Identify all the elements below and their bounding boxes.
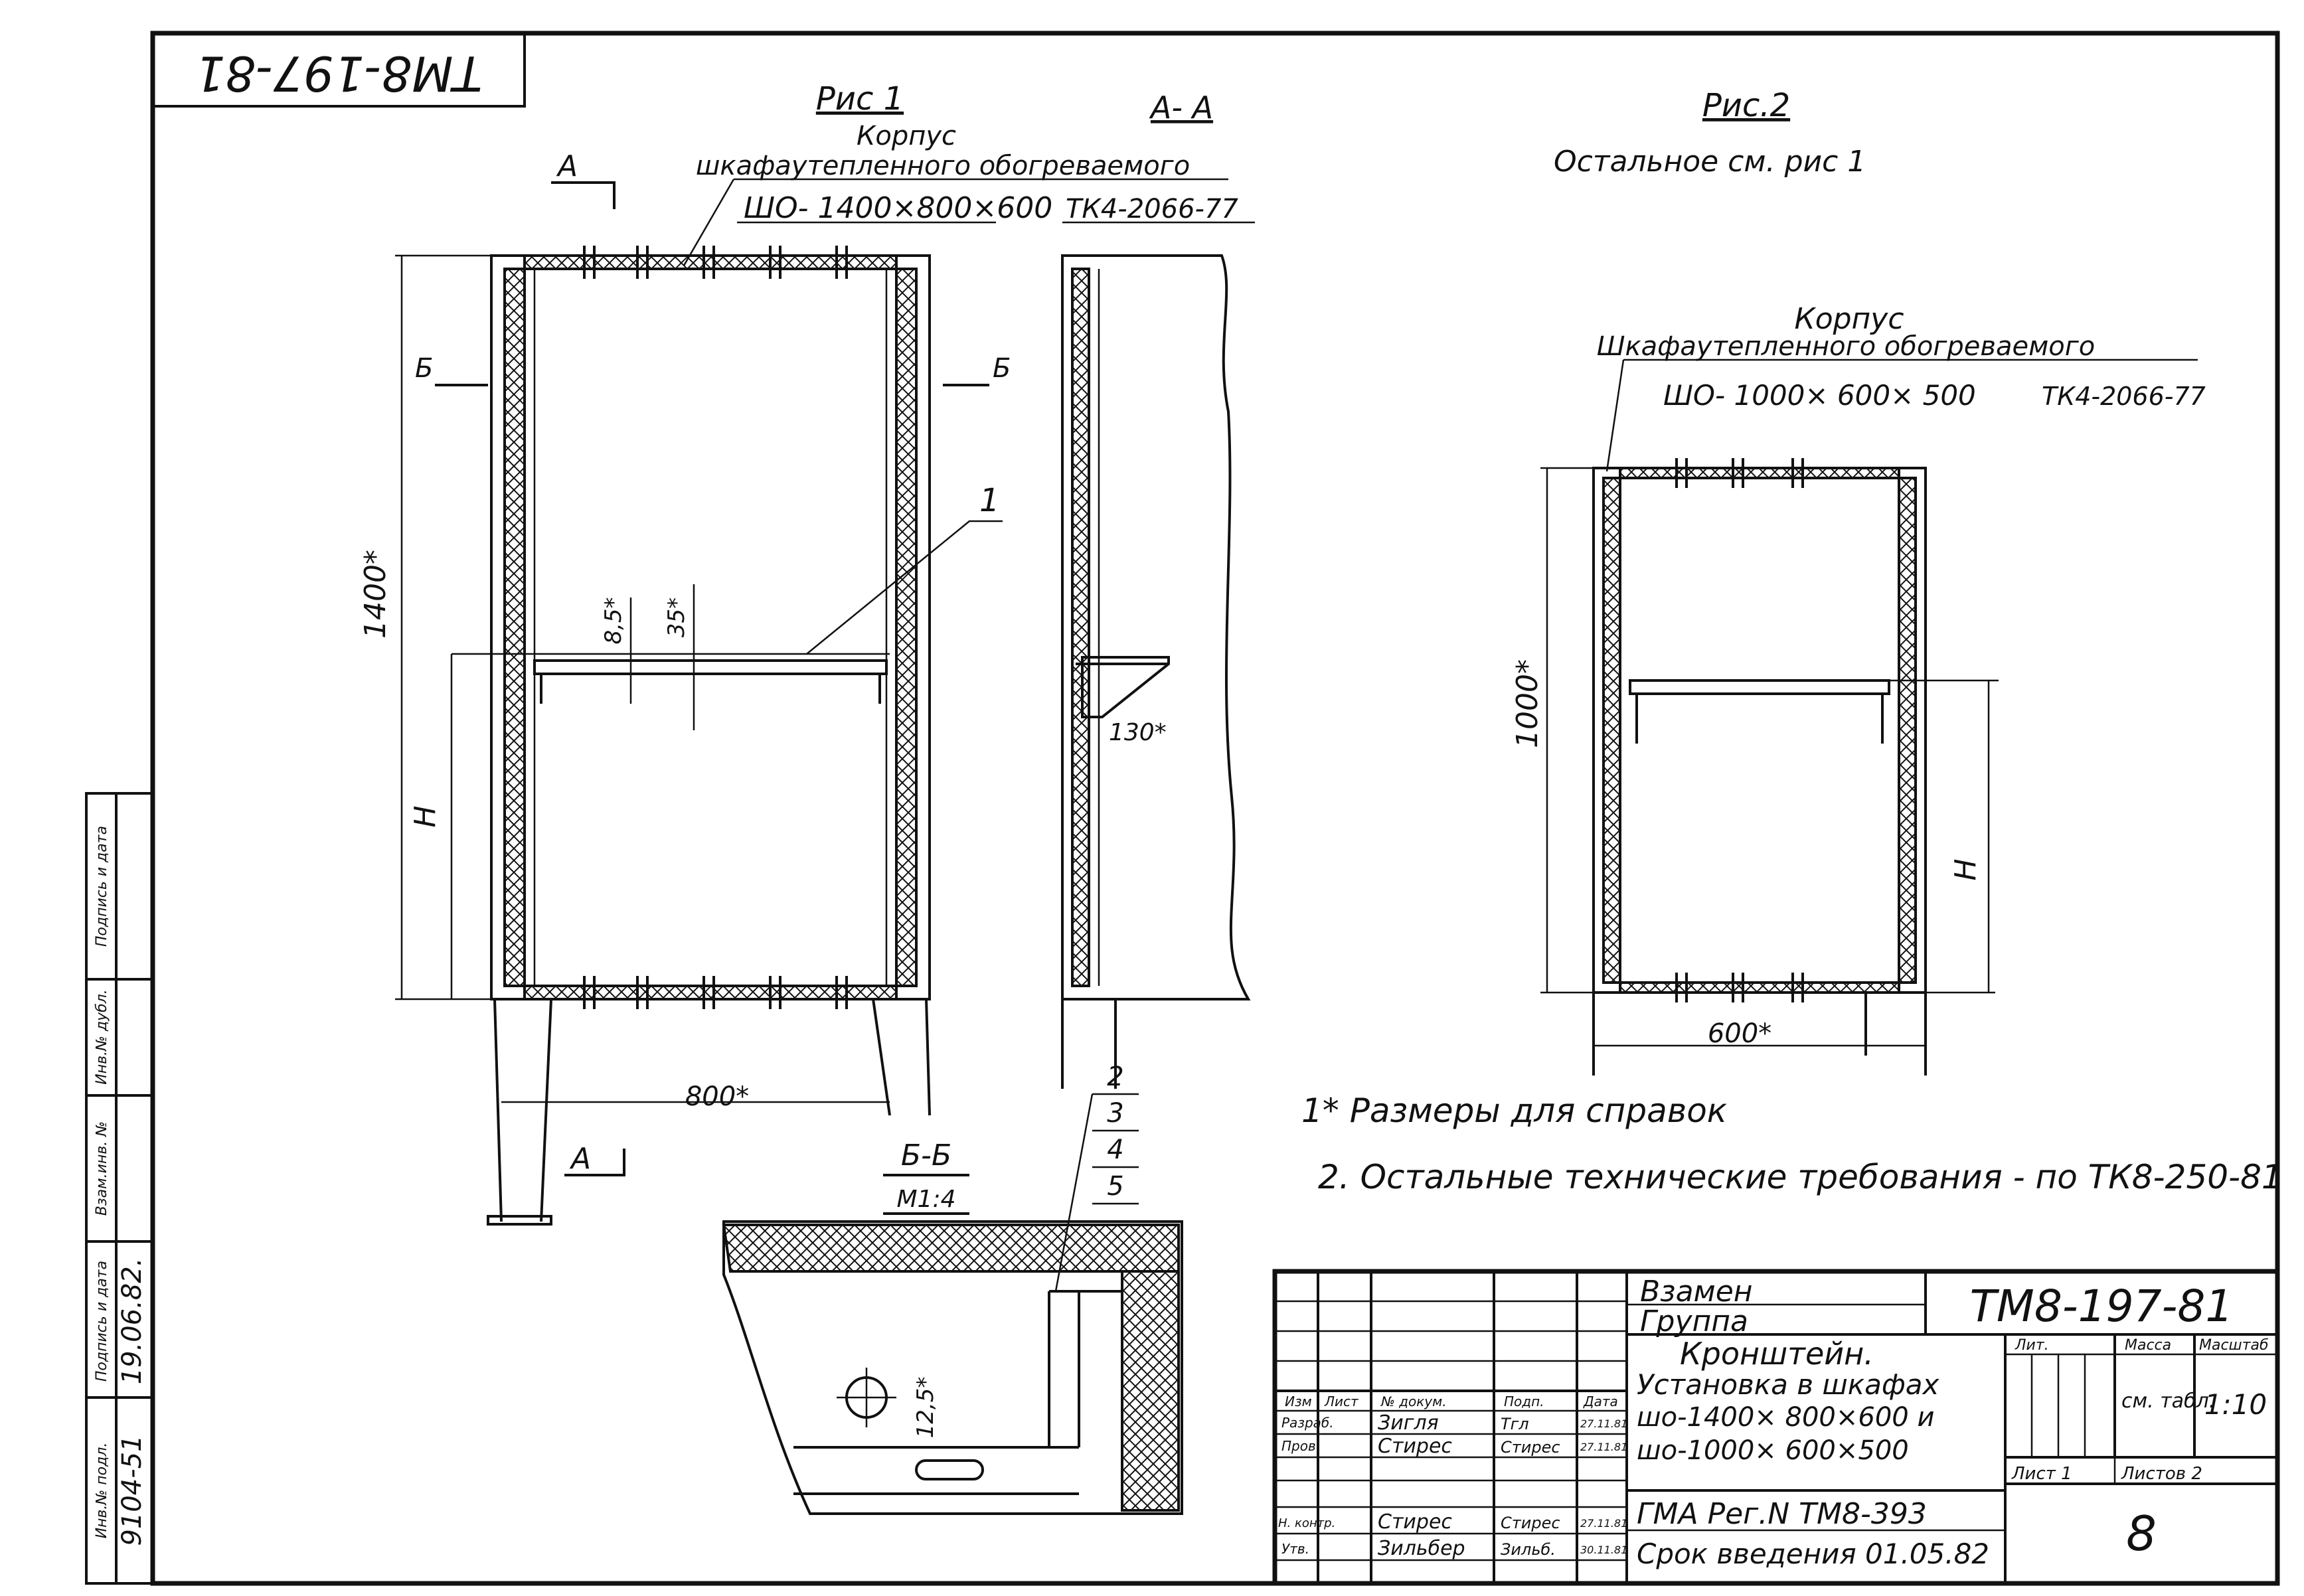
fig1-callout-1: 1 <box>979 482 1000 519</box>
title-block: Изм Лист № докум. Подп. Дата Разраб. Зиг… <box>1272 1269 2280 1586</box>
section-bb-title: Б-Б <box>901 1139 951 1172</box>
section-bb: Б-Б М1:4 2 3 4 5 12,5* <box>722 1062 1183 1515</box>
fig1-std: ТК4-2066-77 <box>1066 194 1238 224</box>
section-bb-callout-5: 5 <box>1107 1171 1123 1202</box>
figure-1: Рис 1 Корпус шкафаутепленного обогреваем… <box>359 80 1255 1226</box>
tb-row-name: Стирес <box>1378 1435 1452 1458</box>
tb-name-2: Установка в шкафах <box>1637 1368 1940 1401</box>
note-1: 1* Размеры для справок <box>1301 1091 1727 1130</box>
fig1-section-b-left: Б <box>415 353 433 384</box>
fig1-section-b-right: Б <box>993 353 1011 384</box>
tb-row-sign: Зильб. <box>1501 1540 1556 1559</box>
stamp-h-dup: Инв.№ дубл. <box>94 989 110 1085</box>
tb-name-4: шо-1000× 600×500 <box>1637 1435 1909 1466</box>
tb-row-name: Стирес <box>1378 1510 1452 1534</box>
section-aa: А- А 130* <box>1061 90 1251 1089</box>
tb-row-name: Зигля <box>1378 1411 1439 1435</box>
tb-col-list: Лист <box>1324 1394 1359 1409</box>
tb-mass-value: см. табл. <box>2121 1390 2215 1413</box>
fig1-korpus: Корпус <box>857 121 956 151</box>
stamp-date: 19.06.82. <box>117 1258 147 1385</box>
figure-2: Рис.2 Остальное см. рис 1 Корпус Шкафаут… <box>1511 87 2206 1076</box>
side-stamp: Инв.№ подл. Подпись и дата Взам.инв. № И… <box>85 792 154 1585</box>
fig1-dim-height: 1400* <box>359 550 392 639</box>
stamp-h-sign1: Подпись и дата <box>94 1261 110 1382</box>
fig1-section-a-bottom: А <box>569 1142 591 1176</box>
tb-row-role: Утв. <box>1281 1541 1309 1557</box>
tb-lit: Лит. <box>2015 1337 2049 1354</box>
fig2-dim-h: H <box>1949 858 1983 880</box>
tb-intro: Срок введения 01.05.82 <box>1637 1538 1989 1570</box>
tb-col-izm: Изм <box>1285 1394 1312 1409</box>
tb-sheet-no: 8 <box>2126 1506 2157 1561</box>
tb-name-1: Кронштейн. <box>1680 1336 1874 1372</box>
tb-group: Группа <box>1640 1305 1748 1338</box>
fig2-model: ШО- 1000× 600× 500 <box>1663 379 1976 412</box>
fig2-note: Остальное см. рис 1 <box>1554 145 1866 179</box>
note-2: 2. Остальные технические требования - по… <box>1318 1158 2283 1196</box>
fig1-model: ШО- 1400×800×600 <box>744 191 1052 225</box>
tb-row-sign: Стирес <box>1501 1438 1560 1457</box>
stamp-h-replace: Взам.инв. № <box>94 1121 110 1216</box>
section-bb-callout-3: 3 <box>1107 1098 1123 1129</box>
fig1-dim-85: 8,5* <box>600 597 627 644</box>
fig1-section-a-top: А <box>556 149 578 183</box>
section-bb-callout-2: 2 <box>1107 1062 1123 1092</box>
tb-row-date: 27.11.81 <box>1580 1517 1627 1530</box>
fig2-dim-width: 600* <box>1708 1018 1771 1049</box>
tb-name-3: шо-1400× 800×600 и <box>1637 1402 1934 1433</box>
stamp-h-sign2: Подпись и дата <box>94 826 110 947</box>
section-bb-dim-125: 12,5* <box>912 1377 939 1439</box>
tb-sheet: Лист 1 <box>2011 1464 2072 1484</box>
section-bb-callout-4: 4 <box>1107 1135 1123 1165</box>
section-bb-scale: М1:4 <box>897 1186 956 1213</box>
tb-replace: Взамен <box>1640 1275 1753 1309</box>
tb-col-date: Дата <box>1583 1394 1618 1409</box>
tb-scale-value: 1:10 <box>2204 1388 2267 1421</box>
tb-row-sign: Стирес <box>1501 1514 1560 1532</box>
fig1-dim-width: 800* <box>685 1081 749 1112</box>
tb-col-sign: Подп. <box>1504 1394 1544 1409</box>
tb-mass: Масса <box>2125 1337 2171 1354</box>
fig2-korpus: Корпус <box>1794 302 1904 336</box>
tb-sheets: Листов 2 <box>2121 1464 2202 1484</box>
tb-doc-code: ТМ8-197-81 <box>1970 1281 2234 1332</box>
drawing-frame <box>150 31 2280 1586</box>
tb-row-name: Зильбер <box>1378 1537 1465 1560</box>
tb-row-role: Н. контр. <box>1278 1516 1335 1530</box>
rotated-code-text: ТМ8-197-81 <box>195 45 483 101</box>
tb-row-date: 30.11.81 <box>1580 1544 1627 1556</box>
tb-row-role: Разраб. <box>1281 1415 1334 1431</box>
tb-col-doc: № докум. <box>1380 1394 1447 1409</box>
tb-row-date: 27.11.81 <box>1580 1417 1627 1430</box>
fig2-title: Рис.2 <box>1702 87 1790 124</box>
tb-scale: Масштаб <box>2199 1337 2269 1354</box>
tb-row-role: Пров. <box>1281 1438 1320 1454</box>
rotated-code-box: ТМ8-197-81 <box>151 32 526 108</box>
fig1-title: Рис 1 <box>816 80 904 118</box>
fig2-std: ТК4-2066-77 <box>2042 382 2206 411</box>
fig1-dim-h: H <box>408 805 442 827</box>
stamp-inv-no: 9104-51 <box>117 1435 147 1546</box>
stamp-h-inv: Инв.№ подл. <box>94 1443 110 1539</box>
fig1-cabinet: шкафаутепленного обогреваемого <box>696 151 1190 181</box>
tb-org: ГМА Рег.N ТМ8-393 <box>1637 1497 1927 1531</box>
section-aa-title: А- А <box>1149 90 1213 125</box>
tb-row-sign: Тгл <box>1501 1415 1529 1433</box>
fig1-dim-35: 35* <box>663 598 690 637</box>
fig2-dim-height: 1000* <box>1511 659 1544 748</box>
section-aa-dim-130: 130* <box>1109 719 1167 746</box>
fig2-cabinet: Шкафаутепленного обогреваемого <box>1597 331 2096 362</box>
tb-row-date: 27.11.81 <box>1580 1441 1627 1453</box>
